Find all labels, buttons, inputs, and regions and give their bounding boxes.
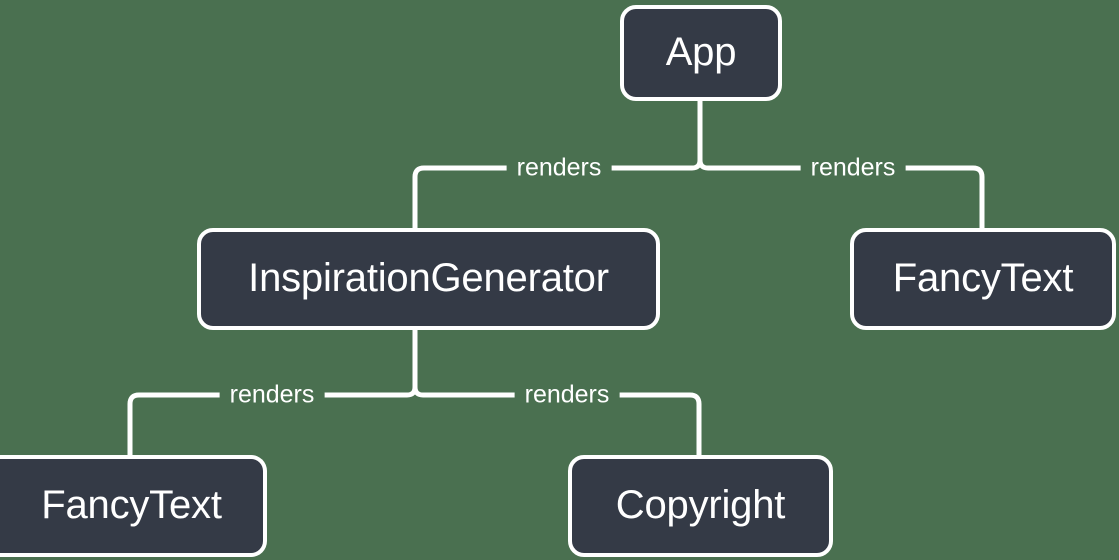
edge-label-inspiration-generator-to-copyright: renders xyxy=(514,382,620,408)
edge-label-inspiration-generator-to-fancytext: renders xyxy=(219,382,325,408)
node-inspiration-generator[interactable]: InspirationGenerator xyxy=(197,228,660,330)
edge-label-app-to-inspiration-generator: renders xyxy=(506,155,612,181)
edge-label-app-to-fancytext: renders xyxy=(800,155,906,181)
node-copyright[interactable]: Copyright xyxy=(568,455,833,557)
connector-inspgen-stem-right xyxy=(412,330,424,398)
node-app-label: App xyxy=(665,30,737,74)
node-fancytext-right[interactable]: FancyText xyxy=(850,228,1116,330)
node-fancytext-left[interactable]: FancyText xyxy=(0,455,267,557)
connector-app-stem xyxy=(691,101,703,171)
node-app[interactable]: App xyxy=(620,5,782,101)
node-copyright-label: Copyright xyxy=(615,483,786,527)
node-fancytext-right-label: FancyText xyxy=(892,256,1074,300)
connector-inspgen-stem xyxy=(406,330,418,398)
node-fancytext-left-label: FancyText xyxy=(41,483,222,527)
node-inspiration-generator-label: InspirationGenerator xyxy=(248,256,609,300)
connector-app-stem-right xyxy=(697,101,709,171)
